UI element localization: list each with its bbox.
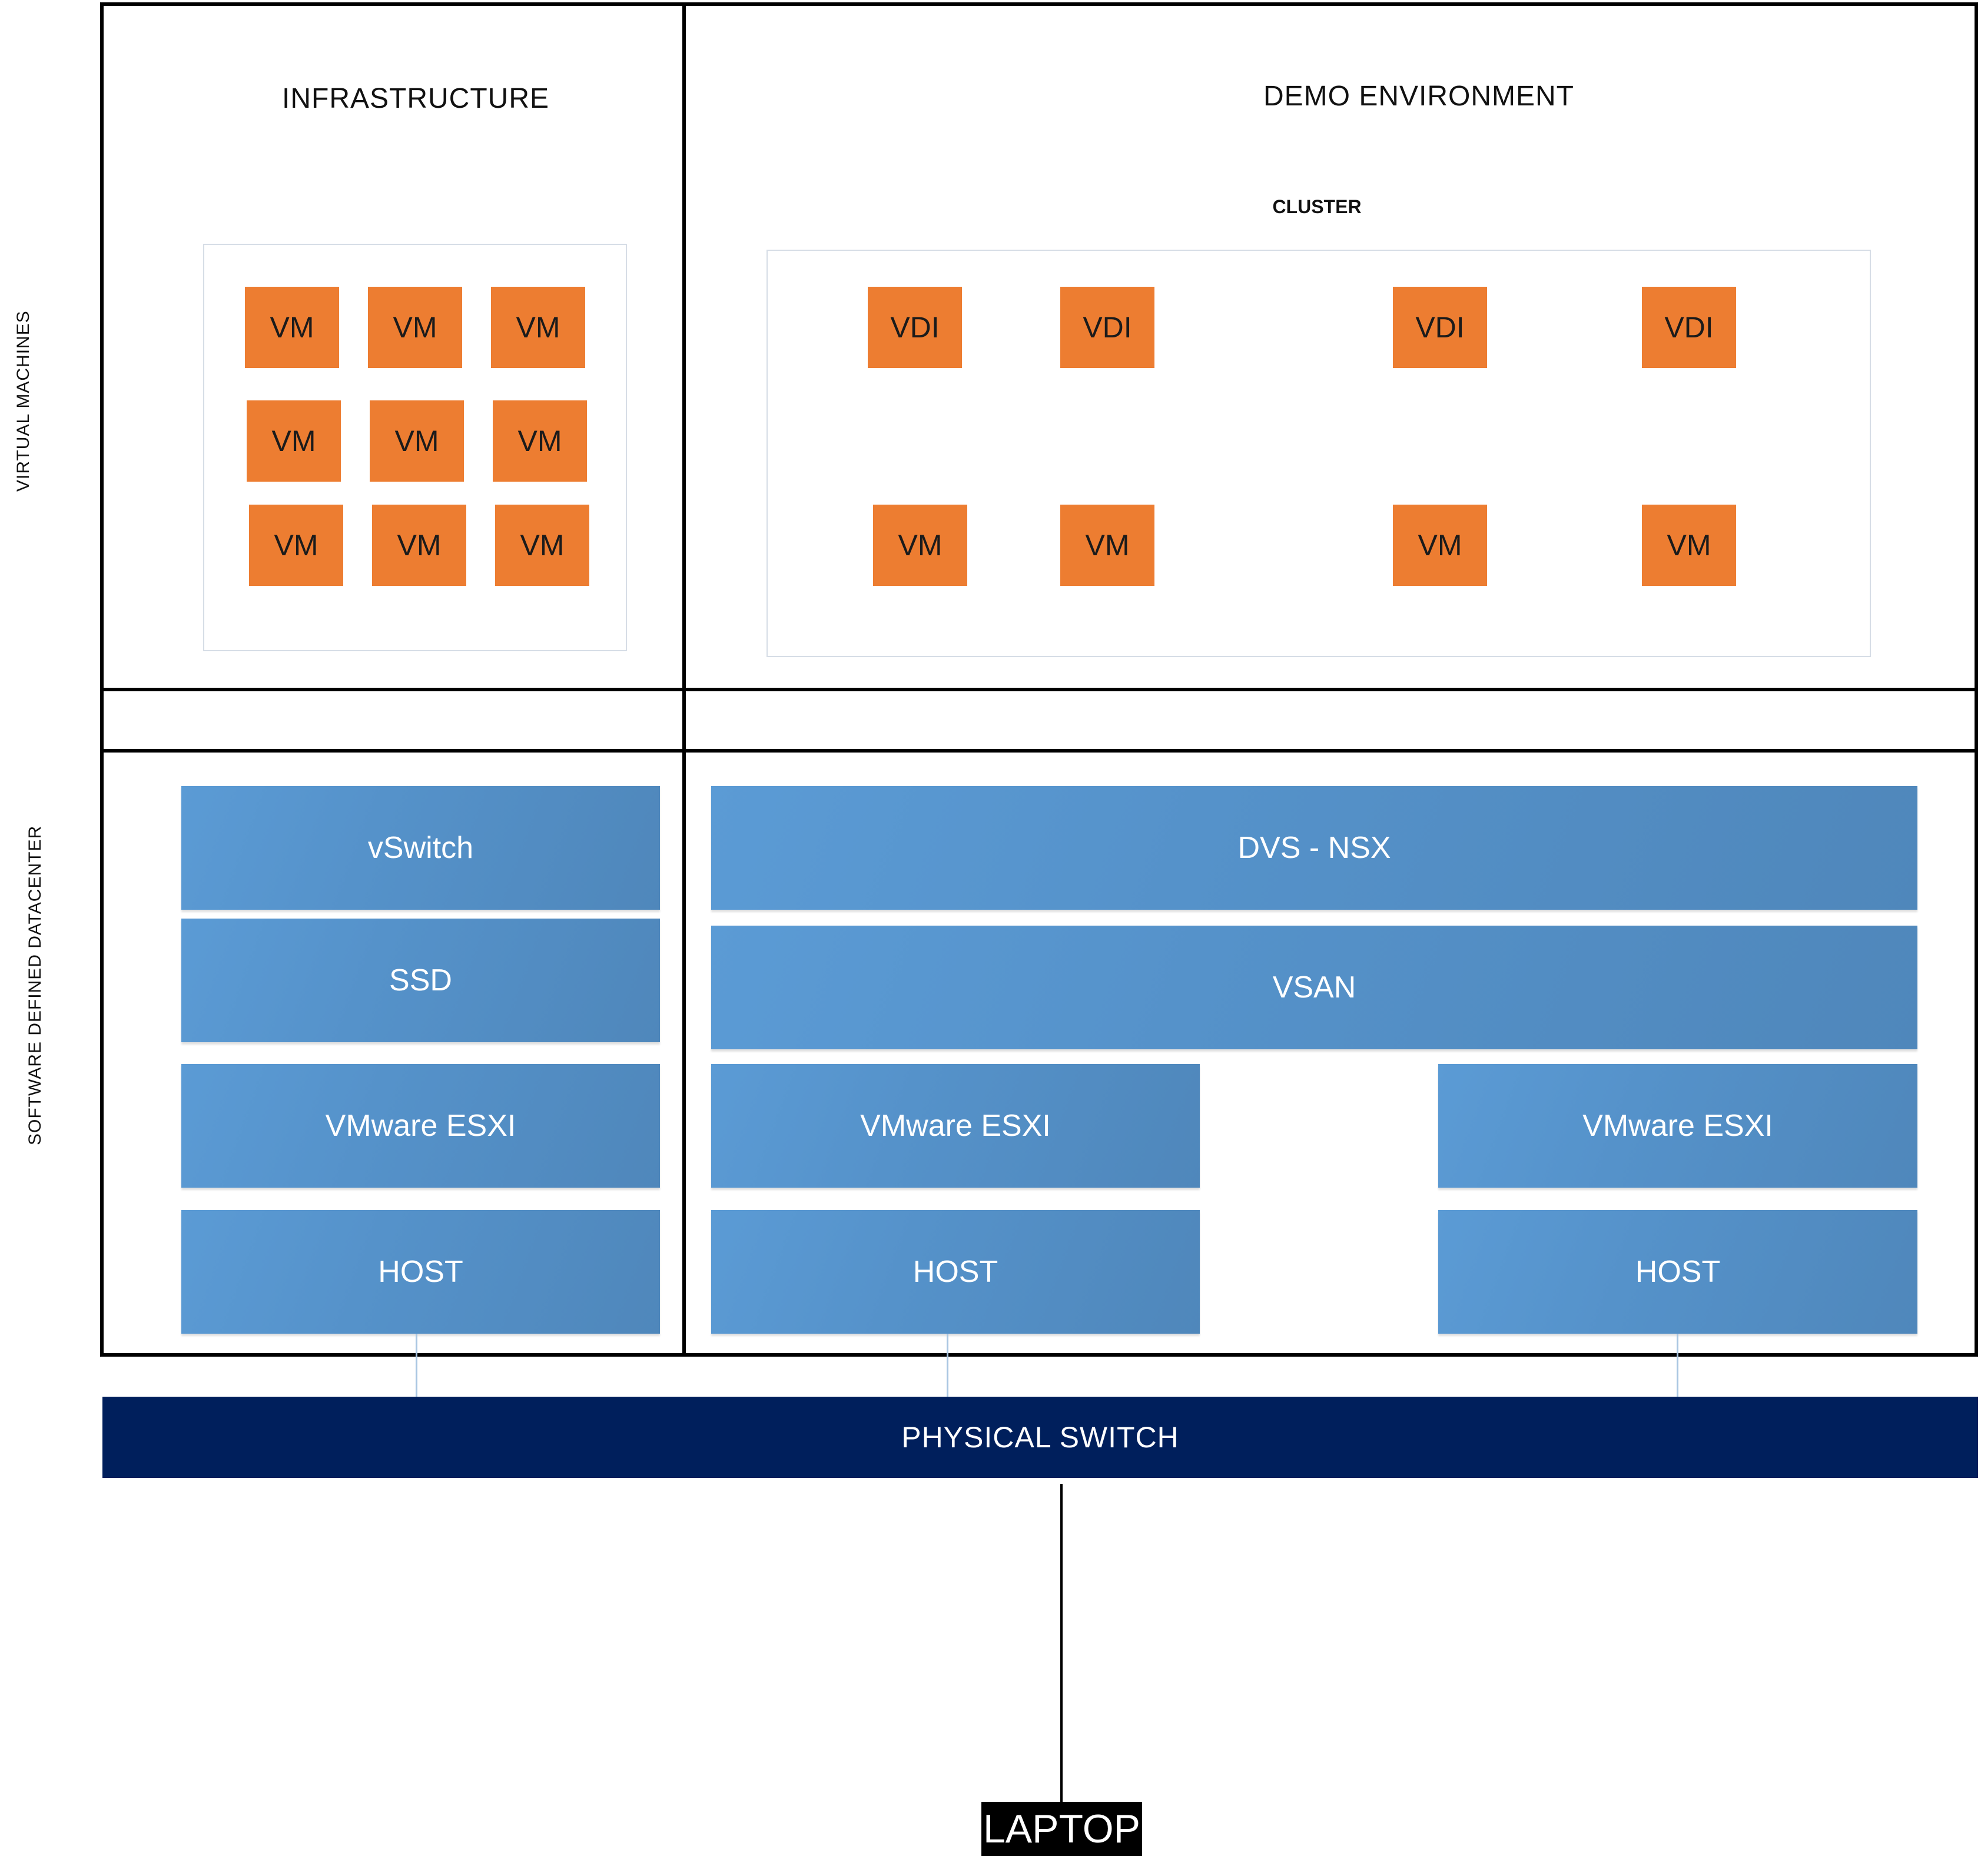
- demo-environment-title: DEMO ENVIRONMENT: [1263, 81, 1574, 112]
- vm-box[interactable]: VM: [245, 287, 339, 368]
- vm-box[interactable]: VM: [249, 505, 343, 586]
- vdi-box[interactable]: VDI: [1060, 287, 1154, 368]
- vm-box[interactable]: VM: [493, 400, 587, 482]
- infrastructure-esxi-layer[interactable]: VMware ESXI: [181, 1064, 660, 1188]
- vm-box[interactable]: VM: [368, 287, 462, 368]
- frame-middle-line: [682, 2, 686, 1357]
- cluster-title: CLUSTER: [1272, 196, 1362, 217]
- frame-top-line: [100, 2, 1978, 6]
- vdi-box[interactable]: VDI: [1393, 287, 1487, 368]
- infrastructure-title: INFRASTRUCTURE: [282, 83, 549, 114]
- vsan-layer[interactable]: VSAN: [711, 926, 1917, 1049]
- host-connector-line: [416, 1334, 417, 1397]
- vm-box[interactable]: VM: [372, 505, 466, 586]
- frame-bottom-line: [100, 1353, 1978, 1357]
- frame-row-divider-2: [100, 749, 1978, 753]
- demo-esxi-layer-1[interactable]: VMware ESXI: [711, 1064, 1200, 1188]
- vm-box[interactable]: VM: [247, 400, 341, 482]
- physical-switch[interactable]: PHYSICAL SWITCH: [102, 1397, 1978, 1478]
- frame-row-divider-1: [100, 688, 1978, 691]
- vm-box[interactable]: VM: [873, 505, 967, 586]
- virtual-machines-side-label: VIRTUAL MACHINES: [14, 310, 33, 492]
- vdi-box[interactable]: VDI: [1642, 287, 1736, 368]
- vm-box[interactable]: VM: [370, 400, 464, 482]
- infrastructure-host-layer[interactable]: HOST: [181, 1210, 660, 1334]
- vm-box[interactable]: VM: [491, 287, 585, 368]
- dvs-nsx-layer[interactable]: DVS - NSX: [711, 786, 1917, 910]
- frame-right-line: [1975, 2, 1978, 1357]
- demo-host-layer-2[interactable]: HOST: [1438, 1210, 1917, 1334]
- host-connector-line: [1677, 1334, 1678, 1397]
- host-connector-line: [947, 1334, 948, 1397]
- laptop-connector-line: [1060, 1484, 1063, 1802]
- frame-left-line: [100, 2, 104, 1357]
- vswitch-layer[interactable]: vSwitch: [181, 786, 660, 910]
- demo-host-layer-1[interactable]: HOST: [711, 1210, 1200, 1334]
- laptop[interactable]: LAPTOP: [981, 1802, 1142, 1856]
- vdi-box[interactable]: VDI: [868, 287, 962, 368]
- ssd-layer[interactable]: SSD: [181, 919, 660, 1042]
- vm-box[interactable]: VM: [1060, 505, 1154, 586]
- demo-esxi-layer-2[interactable]: VMware ESXI: [1438, 1064, 1917, 1188]
- vm-box[interactable]: VM: [1393, 505, 1487, 586]
- vm-box[interactable]: VM: [495, 505, 589, 586]
- software-defined-datacenter-side-label: SOFTWARE DEFINED DATACENTER: [25, 825, 45, 1145]
- vm-box[interactable]: VM: [1642, 505, 1736, 586]
